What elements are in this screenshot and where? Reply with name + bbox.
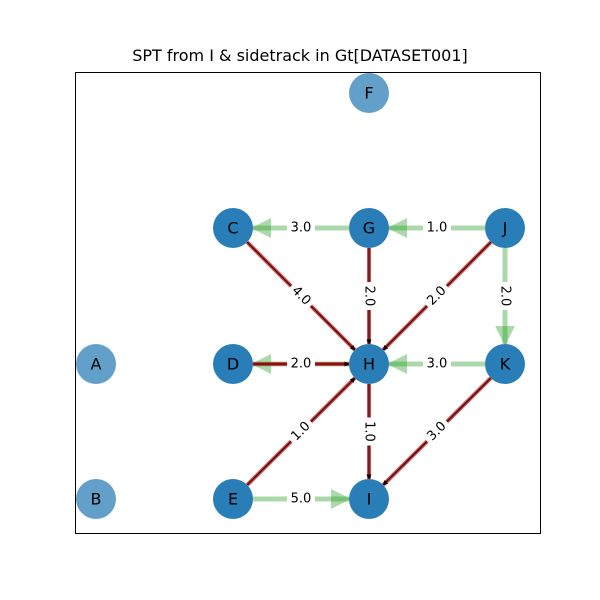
nodes-layer: A B C D E F G H I J K — [76, 73, 525, 519]
edge-label-bg — [285, 415, 317, 448]
edge-E-H: 1.0 — [245, 376, 357, 487]
diagram-title: SPT from I & sidetrack in Gt[DATASET001] — [132, 46, 468, 65]
node-circle — [485, 344, 525, 384]
node-circle — [349, 208, 389, 248]
node-circle — [485, 208, 525, 248]
node-label: E — [228, 490, 238, 509]
edge-label-bg — [361, 282, 377, 310]
node-label: A — [91, 355, 102, 374]
node-circle — [76, 344, 116, 384]
node-F: F — [349, 73, 389, 113]
edge-D-H: 2.0 — [253, 356, 350, 372]
node-circle — [213, 208, 253, 248]
edge-weight-label: 1.0 — [362, 421, 377, 442]
plot-frame — [75, 72, 541, 534]
node-circle — [213, 344, 253, 384]
node-circle — [349, 479, 389, 519]
node-label: F — [364, 84, 373, 103]
node-B: B — [76, 479, 116, 519]
edge-label-bg — [285, 280, 317, 312]
edge-label-bg — [361, 417, 377, 446]
edge-weight-label: 1.0 — [427, 221, 448, 236]
node-D: D — [213, 344, 253, 384]
edge-J-G: 1.0 — [387, 218, 485, 238]
node-circle — [213, 479, 253, 519]
edge-C-H: 4.0 — [245, 240, 357, 352]
edge-H-I: 1.0 — [361, 384, 377, 480]
node-label: H — [363, 355, 375, 374]
node-E: E — [213, 479, 253, 519]
node-J: J — [485, 208, 525, 248]
node-label: B — [91, 490, 102, 509]
edge-label-bg — [423, 220, 451, 236]
node-A: A — [76, 344, 116, 384]
node-G: G — [349, 208, 389, 248]
edge-weight-label: 3.0 — [427, 357, 448, 372]
node-K: K — [485, 344, 525, 384]
node-label: J — [502, 219, 508, 238]
edge-J-H: 2.0 — [381, 240, 493, 352]
edge-G-H: 2.0 — [361, 248, 377, 345]
edge-K-H: 3.0 — [387, 354, 485, 374]
edge-label-bg — [497, 282, 513, 310]
node-label: K — [500, 355, 511, 374]
node-circle — [349, 73, 389, 113]
node-H: H — [349, 344, 389, 384]
edge-label-bg — [421, 415, 453, 448]
edge-G-C: 3.0 — [251, 218, 349, 238]
edge-E-I: 5.0 — [253, 489, 351, 509]
edge-label-bg — [287, 356, 315, 372]
node-label: D — [227, 355, 239, 374]
edge-weight-label: 5.0 — [291, 492, 312, 507]
edge-K-I: 3.0 — [381, 376, 493, 487]
node-I: I — [349, 479, 389, 519]
node-label: G — [363, 219, 375, 238]
edge-J-K: 2.0 — [495, 248, 515, 346]
edge-label-bg — [421, 280, 453, 312]
edge-weight-label: 2.0 — [362, 286, 377, 307]
edge-label-bg — [287, 491, 315, 507]
edge-label-bg — [423, 356, 451, 372]
edge-weight-label: 3.0 — [291, 221, 312, 236]
edge-label-bg — [287, 220, 315, 236]
node-label: C — [227, 219, 238, 238]
edge-weight-label: 2.0 — [291, 357, 312, 372]
node-label: I — [367, 490, 372, 509]
edge-weight-label: 2.0 — [498, 286, 513, 307]
edges-layer: 3.01.02.03.02.05.04.02.02.02.01.01.03.0 — [245, 218, 515, 509]
node-circle — [76, 479, 116, 519]
node-C: C — [213, 208, 253, 248]
node-circle — [349, 344, 389, 384]
